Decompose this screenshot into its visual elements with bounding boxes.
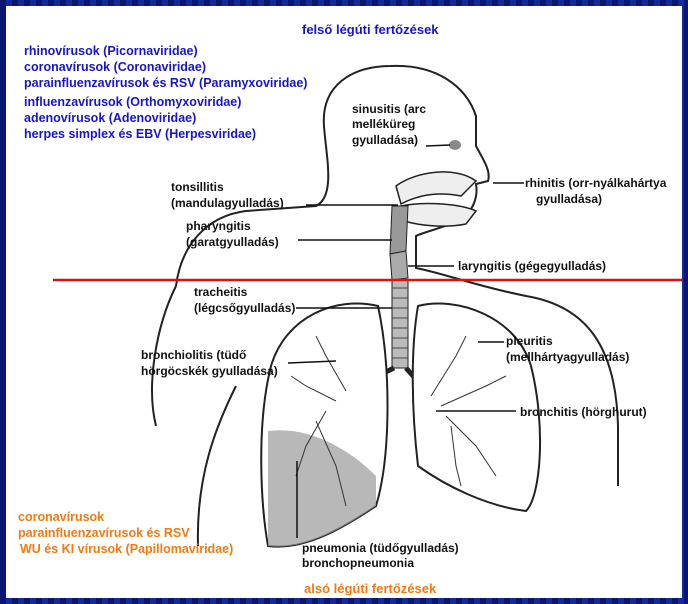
label-tracheitis-1: tracheitis (194, 285, 247, 300)
label-bronchitis: bronchitis (hörghurut) (520, 405, 647, 420)
larynx (390, 251, 408, 280)
upper-virus-1: rhinovírusok (Picornaviridae) (24, 43, 198, 59)
sinus-mark (449, 140, 461, 150)
diagram-canvas: felső légúti fertőzések rhinovírusok (Pi… (6, 6, 682, 598)
label-pneumonia-1: pneumonia (tüdőgyulladás) (302, 541, 459, 556)
label-pleuritis-2: (mellhártyagyulladás) (506, 350, 629, 365)
label-rhinitis-1: rhinitis (orr-nyálkahártya (525, 176, 666, 191)
upper-title: felső légúti fertőzések (302, 22, 439, 37)
label-sinusitis-2: melléküreg (352, 117, 415, 132)
label-sinusitis-1: sinusitis (arc (352, 102, 426, 117)
oral-cavity (401, 204, 476, 227)
label-sinusitis-3: gyulladása) (352, 133, 418, 148)
upper-virus-5: adenovírusok (Adenoviridae) (24, 110, 196, 126)
upper-virus-3: parainfluenzavírusok és RSV (Paramyxovir… (24, 75, 307, 91)
trachea (392, 280, 408, 368)
leader-sinusitis (426, 145, 450, 146)
label-tracheitis-2: (légcsőgyulladás) (194, 301, 295, 316)
label-bronchiolitis-1: bronchiolitis (tüdő (141, 348, 246, 363)
label-laryngitis: laryngitis (gégegyulladás) (458, 259, 606, 274)
label-tonsillitis-2: (mandulagyulladás) (171, 196, 284, 211)
label-rhinitis-2: gyulladása) (536, 192, 602, 207)
pharynx (390, 206, 408, 254)
label-bronchiolitis-2: hörgöcskék gyulladása) (141, 364, 278, 379)
label-pneumonia-2: bronchopneumonia (302, 556, 414, 571)
label-tonsillitis-1: tonsillitis (171, 180, 224, 195)
upper-virus-4: influenzavírusok (Orthomyxoviridae) (24, 94, 241, 110)
lower-title: alsó légúti fertőzések (304, 581, 436, 596)
lower-virus-3: WU és KI vírusok (Papillomaviridae) (20, 541, 233, 557)
upper-virus-6: herpes simplex és EBV (Herpesviridae) (24, 126, 256, 142)
label-pharyngitis-2: (garatgyulladás) (186, 235, 279, 250)
upper-virus-2: coronavírusok (Coronaviridae) (24, 59, 206, 75)
label-pharyngitis-1: pharyngitis (186, 219, 251, 234)
lower-virus-1: coronavírusok (18, 509, 104, 525)
label-pleuritis-1: pleuritis (506, 334, 553, 349)
nasal-cavity (396, 172, 476, 204)
left-body-line (198, 386, 236, 546)
lower-virus-2: parainfluenzavírusok és RSV (18, 525, 190, 541)
